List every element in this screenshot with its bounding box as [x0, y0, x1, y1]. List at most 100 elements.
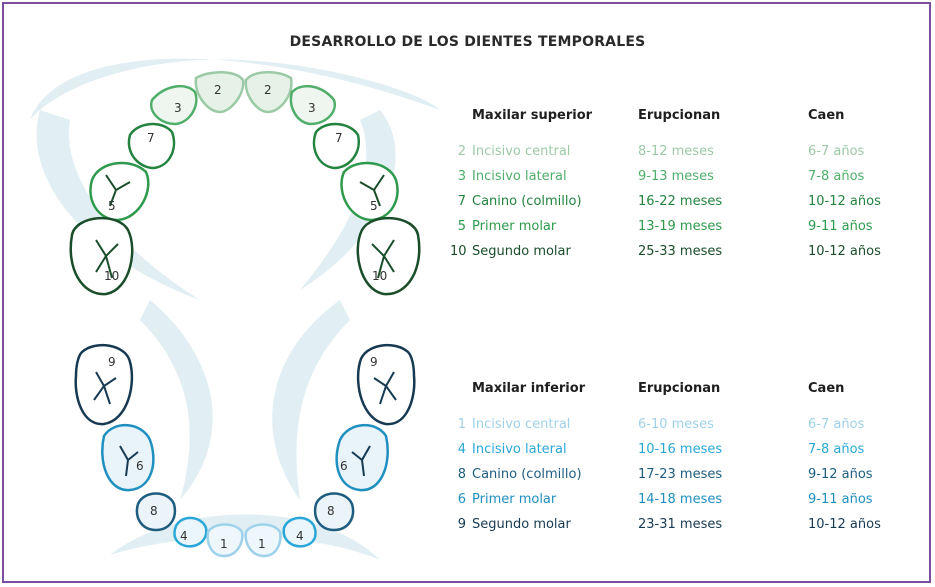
row-tooth-name: Primer molar — [472, 219, 557, 234]
row-tooth-name: Incisivo central — [472, 417, 571, 432]
row-erupt-age: 14-18 meses — [638, 492, 723, 507]
tooth-label-upper-2-right: 2 — [264, 83, 272, 97]
table-row: 7 Canino (colmillo) 16-22 meses 10-12 años — [450, 194, 910, 214]
row-tooth-name: Incisivo lateral — [472, 169, 567, 184]
upper-col-jaw: Maxilar superior — [472, 108, 593, 123]
lower-col-erupt: Erupcionan — [638, 381, 721, 396]
upper-col-erupt: Erupcionan — [638, 108, 721, 123]
tooth-lower-lateral-left — [173, 516, 208, 548]
tooth-upper-secondmolar-right — [356, 216, 421, 296]
row-fall-age: 7-8 años — [808, 169, 865, 184]
tooth-label-upper-3-left: 3 — [174, 101, 182, 115]
tooth-label-lower-9-right: 9 — [370, 355, 378, 369]
table-row: 2 Incisivo central 8-12 meses 6-7 años — [450, 144, 910, 164]
lower-teeth — [74, 344, 416, 558]
upper-col-fall: Caen — [808, 108, 845, 123]
row-fall-age: 10-12 años — [808, 244, 881, 259]
table-row: 9 Segundo molar 23-31 meses 10-12 años — [450, 517, 910, 537]
tooth-upper-firstmolar-left — [89, 161, 150, 222]
tooth-upper-secondmolar-left — [69, 216, 134, 296]
tooth-label-lower-4-right: 4 — [296, 529, 304, 543]
tooth-upper-canine-left — [127, 122, 176, 170]
row-erupt-age: 16-22 meses — [638, 194, 723, 209]
row-fall-age: 7-8 años — [808, 442, 865, 457]
row-erupt-age: 25-33 meses — [638, 244, 723, 259]
row-erupt-age: 8-12 meses — [638, 144, 714, 159]
table-row: 6 Primer molar 14-18 meses 9-11 años — [450, 492, 910, 512]
row-tooth-name: Canino (colmillo) — [472, 194, 582, 209]
row-tooth-name: Segundo molar — [472, 244, 571, 259]
row-erupt-age: 6-10 meses — [638, 417, 714, 432]
row-number: 9 — [457, 517, 466, 532]
tooth-upper-lateral-left — [149, 84, 198, 126]
row-fall-age: 9-12 años — [808, 467, 873, 482]
row-erupt-age: 13-19 meses — [638, 219, 723, 234]
tooth-lower-lateral-right — [282, 516, 317, 548]
row-fall-age: 10-12 años — [808, 194, 881, 209]
row-fall-age: 10-12 años — [808, 517, 881, 532]
tooth-lower-firstmolar-left — [101, 423, 155, 492]
tooth-label-lower-8-left: 8 — [150, 504, 158, 518]
tooth-label-upper-5-left: 5 — [108, 199, 116, 213]
tooth-upper-canine-right — [312, 122, 361, 170]
row-erupt-age: 10-16 meses — [638, 442, 723, 457]
tooth-label-lower-8-right: 8 — [327, 504, 335, 518]
tooth-label-upper-5-right: 5 — [370, 199, 378, 213]
row-number: 2 — [457, 144, 466, 159]
table-row: 5 Primer molar 13-19 meses 9-11 años — [450, 219, 910, 239]
row-number: 7 — [457, 194, 466, 209]
tooth-label-lower-1-right: 1 — [258, 537, 266, 551]
tooth-label-lower-6-left: 6 — [136, 459, 144, 473]
row-tooth-name: Segundo molar — [472, 517, 571, 532]
tooth-label-upper-3-right: 3 — [308, 101, 316, 115]
background-swooshes — [30, 58, 440, 560]
upper-molar-fissures — [95, 174, 395, 279]
row-erupt-age: 17-23 meses — [638, 467, 723, 482]
table-row: 1 Incisivo central 6-10 meses 6-7 años — [450, 417, 910, 437]
table-row: 10 Segundo molar 25-33 meses 10-12 años — [450, 244, 910, 264]
row-number: 10 — [450, 244, 467, 259]
row-erupt-age: 23-31 meses — [638, 517, 723, 532]
row-number: 1 — [457, 417, 466, 432]
upper-teeth — [69, 71, 421, 296]
row-number: 8 — [457, 467, 466, 482]
tooth-upper-central-left — [194, 71, 245, 114]
row-fall-age: 9-11 años — [808, 492, 873, 507]
row-tooth-name: Incisivo central — [472, 144, 571, 159]
lower-col-fall: Caen — [808, 381, 845, 396]
diagram-title: DESARROLLO DE LOS DIENTES TEMPORALES — [289, 34, 646, 50]
row-tooth-name: Primer molar — [472, 492, 557, 507]
row-tooth-name: Incisivo lateral — [472, 442, 567, 457]
lower-col-jaw: Maxilar inferior — [472, 381, 586, 396]
row-number: 4 — [457, 442, 466, 457]
row-number: 5 — [457, 219, 466, 234]
tooth-label-upper-7-right: 7 — [335, 131, 343, 145]
tooth-lower-canine-left — [135, 492, 177, 532]
lower-molar-fissures — [93, 371, 397, 477]
tooth-lower-central-left — [206, 523, 244, 558]
row-fall-age: 6-7 años — [808, 417, 865, 432]
tooth-label-upper-2-left: 2 — [214, 83, 222, 97]
tooth-label-upper-10-left: 10 — [104, 269, 119, 283]
tooth-label-upper-10-right: 10 — [372, 269, 387, 283]
tooth-lower-firstmolar-right — [335, 423, 389, 492]
tooth-label-upper-7-left: 7 — [147, 131, 155, 145]
row-number: 3 — [457, 169, 466, 184]
tooth-lower-canine-right — [313, 492, 355, 532]
table-row: 4 Incisivo lateral 10-16 meses 7-8 años — [450, 442, 910, 462]
tooth-label-lower-9-left: 9 — [108, 355, 116, 369]
tooth-upper-lateral-right — [289, 84, 337, 126]
row-fall-age: 9-11 años — [808, 219, 873, 234]
row-fall-age: 6-7 años — [808, 144, 865, 159]
row-erupt-age: 9-13 meses — [638, 169, 714, 184]
table-row: 3 Incisivo lateral 9-13 meses 7-8 años — [450, 169, 910, 189]
tooth-label-lower-1-left: 1 — [220, 537, 228, 551]
tooth-number-labels: 2 2 3 3 7 7 5 5 10 10 9 9 6 6 8 8 4 4 1 … — [104, 83, 387, 551]
row-number: 6 — [457, 492, 466, 507]
tooth-label-lower-4-left: 4 — [180, 529, 188, 543]
tooth-upper-central-right — [244, 71, 293, 114]
